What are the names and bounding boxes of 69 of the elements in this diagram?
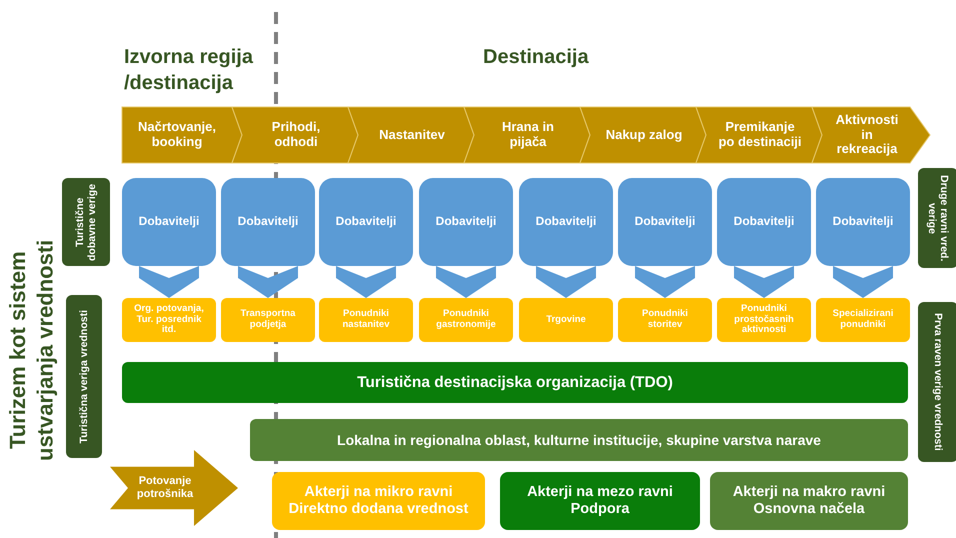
box-label: Akterji na mezo ravni bbox=[527, 484, 673, 501]
box-label: Lokalna in regionalna oblast, kulturne institucije, skupine varstva narave bbox=[337, 432, 821, 448]
box-label: Ponudniki storitev bbox=[641, 309, 689, 331]
provider-box bbox=[221, 298, 315, 342]
side-label-box bbox=[66, 295, 102, 458]
side-label-box bbox=[918, 302, 956, 462]
box-label: Dobavitelji bbox=[336, 215, 396, 229]
side-label-box bbox=[62, 178, 110, 266]
box-label: Prihodi, odhodi bbox=[270, 120, 322, 150]
box-label: Dobavitelji bbox=[734, 215, 794, 229]
down-chevron-arrow bbox=[238, 266, 298, 298]
diagram-title: Turizem kot sistem ustvarjanja vrednosti bbox=[4, 238, 58, 463]
box-label: Osnovna načela bbox=[753, 501, 865, 518]
box-label: Specializirani ponudniki bbox=[832, 309, 894, 331]
box-label: Premikanje po destinaciji bbox=[717, 120, 803, 150]
provider-box bbox=[122, 298, 216, 342]
box-label: Aktivnosti in rekreacija bbox=[834, 112, 900, 158]
box-label: Dobavitelji bbox=[238, 215, 298, 229]
box-label: Podpora bbox=[570, 501, 630, 518]
box-label: Akterji na mikro ravni bbox=[304, 484, 453, 501]
box-label: Org. potovanja, Tur. posrednik itd. bbox=[133, 304, 205, 336]
box-label: Direktno dodana vrednost bbox=[288, 501, 468, 518]
provider-box bbox=[419, 298, 513, 342]
provider-box bbox=[519, 298, 613, 342]
side-label: Druge ravni vred. verige bbox=[926, 174, 950, 264]
box-label: Turistična destinacijska organizacija (TDO) bbox=[357, 374, 673, 392]
level-box bbox=[272, 472, 485, 530]
process-step bbox=[232, 107, 358, 163]
box-label: Dobavitelji bbox=[832, 215, 894, 229]
authority-bar bbox=[250, 419, 908, 461]
down-chevron-arrow bbox=[139, 266, 199, 298]
down-chevron-arrow bbox=[635, 266, 695, 298]
provider-box bbox=[618, 298, 712, 342]
down-chevron-arrow bbox=[734, 266, 794, 298]
box-label: Ponudniki prostočasnih aktivnosti bbox=[733, 304, 795, 336]
box-label: Dobavitelji bbox=[634, 215, 696, 229]
level-box bbox=[710, 472, 908, 530]
box-label: Dobavitelji bbox=[138, 215, 200, 229]
box-label: Nastanitev bbox=[378, 128, 446, 142]
box-label: Ponudniki nastanitev bbox=[342, 309, 390, 331]
process-step bbox=[696, 107, 822, 163]
down-chevron-arrow bbox=[436, 266, 496, 298]
box-label: Ponudniki gastronomije bbox=[435, 309, 497, 331]
box-label: Hrana in pijača bbox=[500, 120, 555, 150]
organization-bar bbox=[122, 362, 908, 403]
process-step bbox=[812, 107, 930, 163]
process-step bbox=[122, 107, 242, 163]
box-label: Dobavitelji bbox=[536, 215, 596, 229]
down-chevron-arrow bbox=[536, 266, 596, 298]
level-box bbox=[500, 472, 700, 530]
box-label: Nakup zalog bbox=[604, 128, 684, 142]
process-step bbox=[464, 107, 590, 163]
process-step bbox=[348, 107, 474, 163]
box-label: Načrtovanje, booking bbox=[136, 120, 218, 150]
side-label: Turistična veriga vrednosti bbox=[78, 310, 90, 444]
box-label: Potovanje potrošnika bbox=[136, 475, 194, 501]
box-label: Dobavitelji bbox=[436, 215, 496, 229]
provider-box bbox=[816, 298, 910, 342]
box-label: Transportna podjetja bbox=[240, 309, 296, 331]
side-label: Turistične dobavne verige bbox=[74, 182, 98, 263]
process-step bbox=[580, 107, 706, 163]
side-label-box bbox=[918, 168, 956, 268]
down-chevron-arrow bbox=[833, 266, 893, 298]
provider-box bbox=[717, 298, 811, 342]
box-label: Akterji na makro ravni bbox=[732, 484, 886, 501]
box-label: Trgovine bbox=[545, 314, 587, 326]
provider-box bbox=[319, 298, 413, 342]
down-chevron-arrow bbox=[336, 266, 396, 298]
side-label: Prva raven verige vrednosti bbox=[932, 313, 944, 451]
